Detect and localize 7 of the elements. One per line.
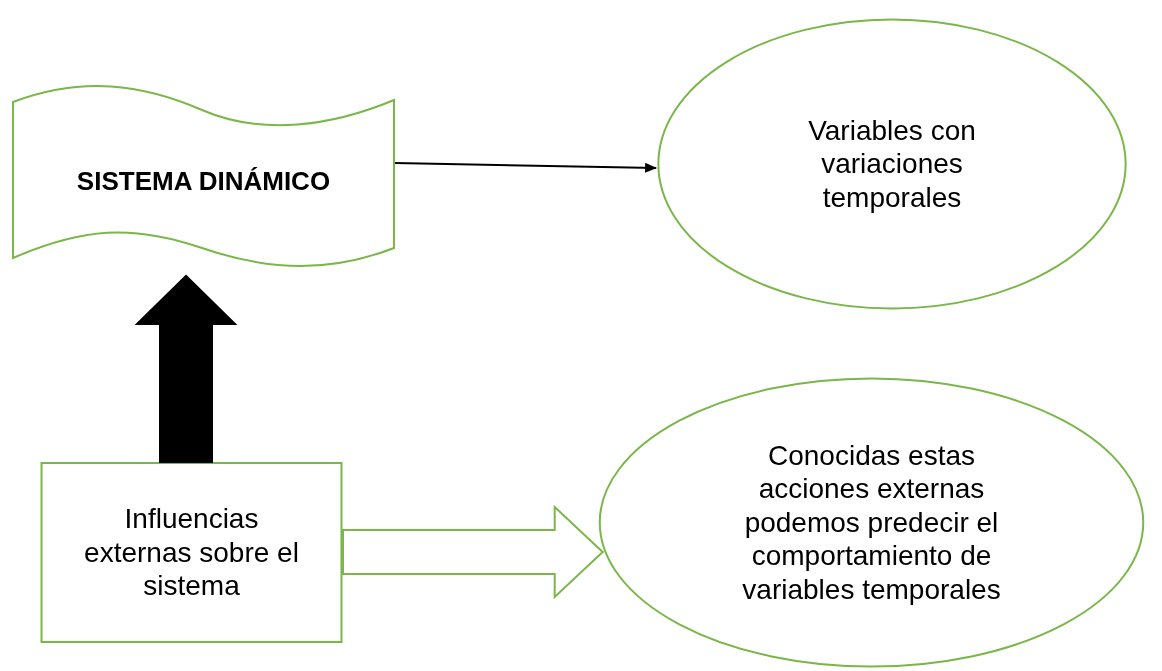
arrow (394, 162, 658, 173)
block-arrow (342, 504, 605, 600)
block-arrow (134, 274, 238, 463)
node-label: Influencias externas sobre el sistema (83, 502, 300, 603)
node-label: Conocidas estas acciones externas podemos predecir el comportamiento de variables temporales (741, 438, 1002, 607)
node-label: Variables con variaciones temporales (807, 113, 977, 215)
node-label: SISTEMA DINÁMICO (76, 166, 331, 198)
